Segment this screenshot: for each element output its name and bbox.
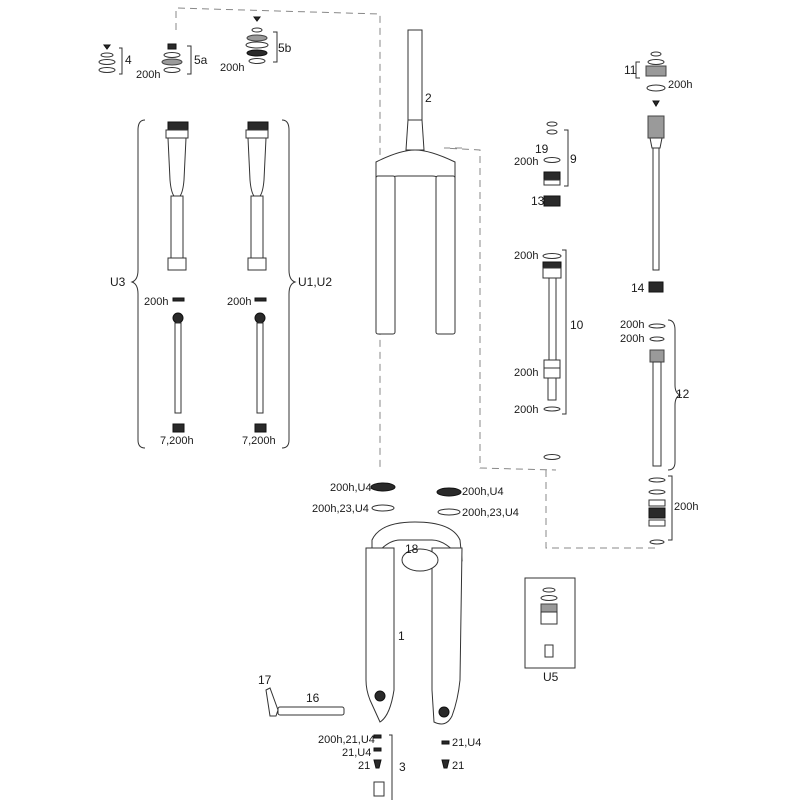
callout-18: 18 xyxy=(405,542,419,556)
callout-U3-200h: 200h xyxy=(144,296,168,308)
callout-right-21: 21 xyxy=(452,760,464,772)
callout-seal-right-23: 200h,23,U4 xyxy=(462,507,519,519)
part-4 xyxy=(98,44,116,73)
callout-19: 19 xyxy=(535,142,549,156)
callout-2: 2 xyxy=(425,91,432,105)
bracket-U1U2 xyxy=(281,119,297,449)
bracket-5a xyxy=(187,45,192,75)
part-5a xyxy=(161,43,183,73)
callout-seal-left-23: 200h,23,U4 xyxy=(312,503,369,515)
callout-10: 10 xyxy=(570,318,584,332)
bracket-4 xyxy=(119,47,123,75)
callout-U1-200h: 200h xyxy=(227,296,251,308)
callout-seal-right-u4: 200h,U4 xyxy=(462,486,504,498)
callout-12-a: 200h xyxy=(620,319,644,331)
callout-U3: U3 xyxy=(110,275,126,289)
callout-12-bottom: 200h xyxy=(674,501,698,513)
bracket-11 xyxy=(635,61,640,79)
callout-3a: 200h,21,U4 xyxy=(318,734,375,746)
callout-10-mid: 200h xyxy=(514,367,538,379)
bracket-12 xyxy=(667,319,682,471)
leader-top xyxy=(175,7,381,470)
damper-washer xyxy=(543,454,561,460)
callout-U3-bottom: 7,200h xyxy=(160,435,194,447)
part-5b xyxy=(245,16,269,64)
seal-right xyxy=(436,487,462,516)
damper-shaft-10 xyxy=(542,253,562,412)
bolt-stack-right xyxy=(441,740,450,769)
bolt-stack-left xyxy=(373,734,385,797)
lower-leg-assembly xyxy=(365,521,463,725)
callout-12-b: 200h xyxy=(620,333,644,345)
rebound-cartridge xyxy=(647,115,665,293)
damper-top-stack xyxy=(543,121,561,207)
callout-U1-bottom: 7,200h xyxy=(242,435,276,447)
air-shaft-U3 xyxy=(165,121,189,433)
callout-U5: U5 xyxy=(543,670,559,684)
leader-right-crown xyxy=(443,147,557,471)
callout-1: 1 xyxy=(398,629,405,643)
callout-10-bot: 200h xyxy=(514,404,538,416)
bracket-9 xyxy=(564,129,569,187)
leader-damper xyxy=(545,470,658,549)
bracket-3 xyxy=(389,734,393,800)
callout-9: 9 xyxy=(570,152,577,166)
callout-4: 4 xyxy=(125,53,132,67)
callout-5a: 5a xyxy=(194,53,208,67)
bracket-10 xyxy=(562,249,567,415)
kit-U5-parts xyxy=(540,587,558,658)
callout-11-sub: 200h xyxy=(668,79,692,91)
callout-U1U2: U1,U2 xyxy=(298,275,332,289)
callout-3: 3 xyxy=(399,760,406,774)
callout-3c: 21 xyxy=(358,760,370,772)
callout-5a-sub: 200h xyxy=(136,69,160,81)
damper-shaft-12 xyxy=(648,323,666,545)
thru-axle xyxy=(265,687,345,717)
callout-14: 14 xyxy=(631,281,645,295)
air-shaft-U1U2 xyxy=(245,121,269,433)
seal-left xyxy=(370,482,396,512)
bracket-12-bottom xyxy=(668,475,673,541)
callout-5b: 5b xyxy=(278,41,292,55)
callout-17: 17 xyxy=(258,673,272,687)
callout-9-sub: 200h xyxy=(514,156,538,168)
bracket-U3 xyxy=(130,119,146,449)
crown-steerer-assembly xyxy=(375,29,456,335)
callout-3b: 21,U4 xyxy=(342,747,371,759)
bracket-5b xyxy=(273,31,278,63)
callout-16: 16 xyxy=(306,691,320,705)
callout-10-top: 200h xyxy=(514,250,538,262)
callout-right-21-u4: 21,U4 xyxy=(452,737,481,749)
callout-11: 11 xyxy=(624,63,637,77)
callout-5b-sub: 200h xyxy=(220,62,244,74)
rebound-top-11 xyxy=(645,51,667,107)
callout-seal-left-u4: 200h,U4 xyxy=(330,482,372,494)
callout-13: 13 xyxy=(531,194,545,208)
callout-12: 12 xyxy=(676,387,690,401)
